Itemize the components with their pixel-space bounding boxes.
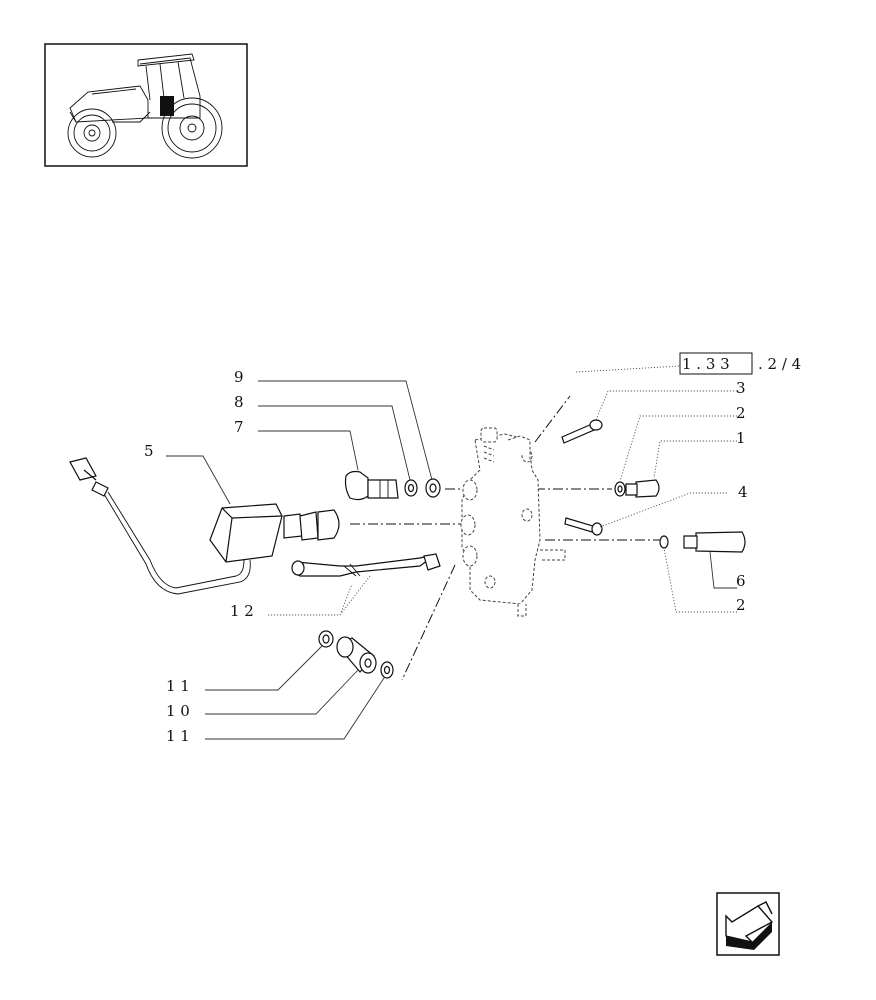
previous-page-arrow-icon [725, 901, 774, 950]
callout-12: 1 2 [230, 602, 254, 620]
part-5-solenoid [69, 457, 340, 595]
tractor-icon [67, 53, 223, 159]
callout-3: 3 [736, 379, 746, 397]
callout-2-lower: 2 [736, 596, 746, 614]
part-12-pipe [291, 553, 441, 577]
callout-7: 7 [234, 418, 244, 436]
callout-2-upper: 2 [736, 404, 746, 422]
callout-4: 4 [738, 483, 748, 501]
reference-suffix-text: . 2 / 4 [758, 355, 801, 373]
part-1-plug [625, 479, 660, 498]
callout-1: 1 [736, 429, 746, 447]
part-4-bolt [564, 517, 603, 536]
leader-lines [166, 365, 737, 740]
part-10-bushing [336, 636, 377, 674]
part-7-banjo-bolt [344, 470, 399, 501]
callout-5: 5 [144, 442, 154, 460]
callout-11-lower: 1 1 [166, 727, 190, 745]
previous-page-button[interactable] [716, 892, 780, 956]
callout-labels: 9 8 7 5 3 2 1 4 6 2 1 2 1 1 1 0 1 1 [144, 368, 748, 745]
tractor-thumbnail[interactable] [44, 43, 248, 167]
reference-boxed-text: 1 . 3 3 [682, 355, 730, 373]
part-6-sensor [683, 531, 746, 553]
callout-8: 8 [234, 393, 244, 411]
callout-6: 6 [736, 572, 746, 590]
reference-label[interactable]: 1 . 3 3 . 2 / 4 [679, 352, 801, 375]
part-3-bolt [561, 419, 603, 444]
valve-body [460, 427, 566, 617]
callout-9: 9 [234, 368, 244, 386]
part-2-oring-lower [659, 535, 669, 549]
callout-10: 1 0 [166, 702, 190, 720]
callout-11-upper: 1 1 [166, 677, 190, 695]
